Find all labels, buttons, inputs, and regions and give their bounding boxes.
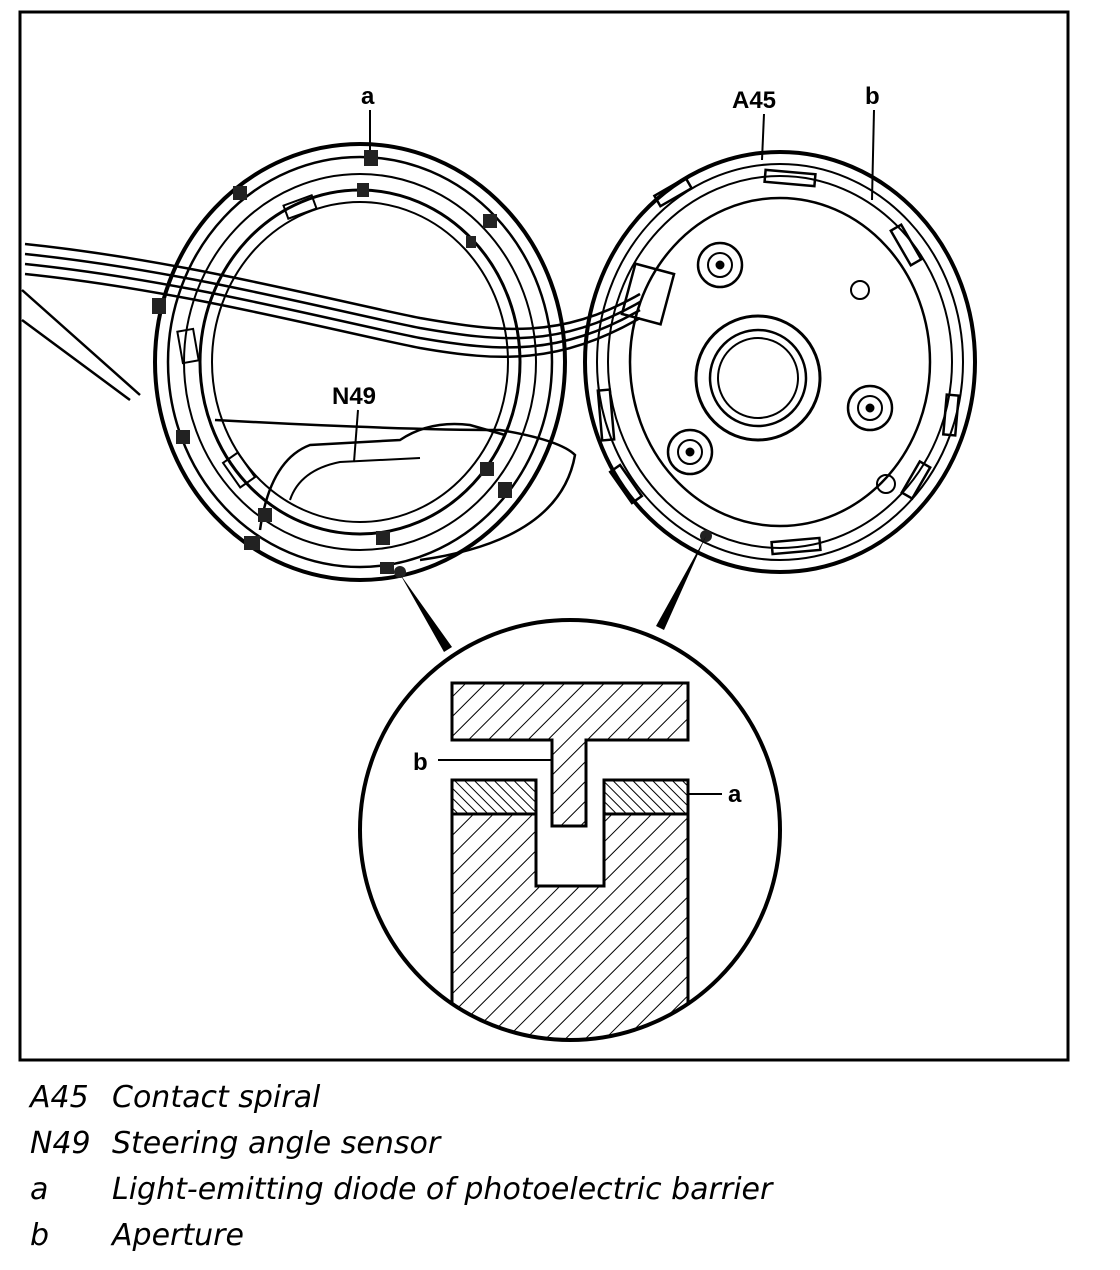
callout-b-detail: b [413, 749, 428, 776]
legend-description: Steering angle sensor [112, 1125, 441, 1161]
zoom-lines [400, 536, 706, 652]
legend: A45 Contact spiral N49 Steering angle se… [30, 1074, 1090, 1258]
callout-a-top: a [361, 83, 375, 110]
figure-frame [18, 10, 1070, 1062]
legend-code: N49 [30, 1125, 91, 1161]
callout-a45: A45 [732, 87, 776, 114]
diagram-figure: a A45 b N49 b a [18, 10, 1070, 1062]
legend-description: Light-emitting diode of photoelectric ba… [112, 1171, 773, 1207]
legend-row-b: b Aperture [30, 1212, 1090, 1258]
steering-angle-sensor-n49 [153, 142, 567, 582]
steering-column-housing [21, 289, 577, 562]
contact-spiral-cable [24, 242, 641, 359]
sensor-ring-segments [152, 150, 512, 578]
legend-code: A45 [30, 1079, 89, 1115]
contact-spiral-a45 [583, 150, 977, 574]
callout-b-top: b [865, 83, 880, 110]
legend-row-n49: N49 Steering angle sensor [30, 1120, 1090, 1166]
legend-row-a: a Light-emitting diode of photoelectric … [30, 1166, 1090, 1212]
aperture-detail-view [358, 618, 782, 1042]
callout-a-detail: a [728, 781, 742, 808]
legend-code: b [30, 1217, 50, 1253]
legend-row-a45: A45 Contact spiral [30, 1074, 1090, 1120]
callout-n49: N49 [332, 383, 376, 410]
legend-description: Contact spiral [112, 1079, 321, 1115]
legend-description: Aperture [112, 1217, 244, 1253]
callout-leaders [353, 109, 875, 463]
legend-code: a [30, 1171, 49, 1207]
